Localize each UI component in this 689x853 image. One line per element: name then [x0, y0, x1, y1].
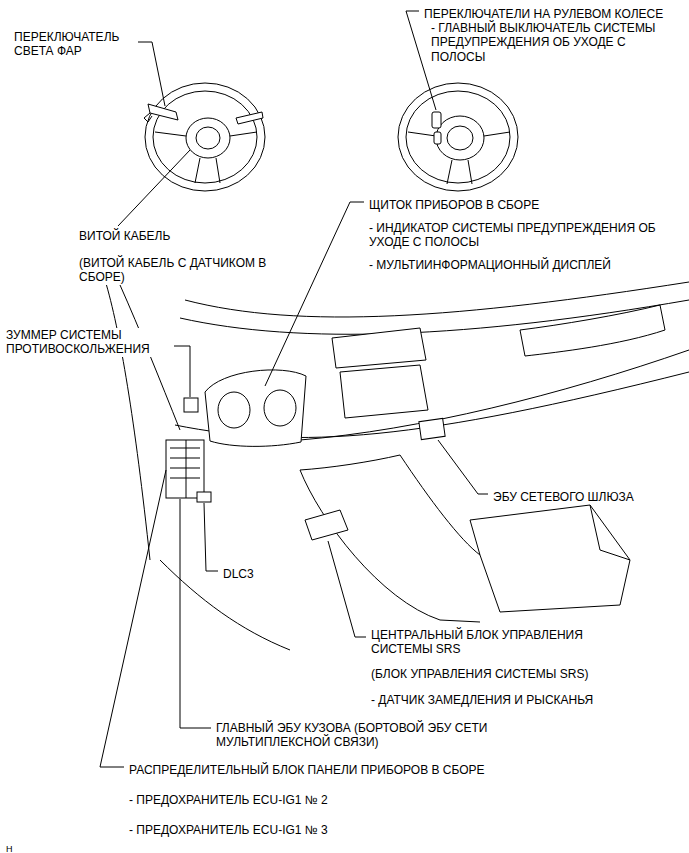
- part-label: ЭБУ СЕТЕВОГО ШЛЮЗА: [492, 490, 635, 504]
- label-anchor: ЗУММЕР СИСТЕМЫ ПРОТИВОСКОЛЬЖЕНИЯ: [5, 328, 173, 357]
- part-label: РАСПРЕДЕЛИТЕЛЬНЫЙ БЛОК ПАНЕЛИ ПРИБОРОВ В…: [128, 763, 486, 777]
- part-label: ЦЕНТРАЛЬНЫЙ БЛОК УПРАВЛЕНИЯ СИСТЕМЫ SRS: [370, 628, 635, 657]
- label-anchor: ВИТОЙ КАБЕЛЬ: [78, 226, 238, 244]
- label-anchor: ПЕРЕКЛЮЧАТЕЛЬ СВЕТА ФАР: [13, 30, 138, 59]
- part-label: - ДАТЧИК ЗАМЕДЛЕНИЯ И РЫСКАНЬЯ: [370, 693, 594, 707]
- label-anchor: H: [5, 838, 35, 853]
- label-anchor: DLC3: [222, 564, 282, 582]
- steering-wheel: [144, 83, 265, 191]
- label-anchor: (ВИТОЙ КАБЕЛЬ С ДАТЧИКОМ В СБОРЕ): [78, 256, 293, 285]
- part-label: ВИТОЙ КАБЕЛЬ: [78, 229, 171, 243]
- label-anchor: ЦЕНТРАЛЬНЫЙ БЛОК УПРАВЛЕНИЯ СИСТЕМЫ SRS: [370, 628, 635, 657]
- watermark: H: [5, 844, 14, 853]
- part-label: ПЕРЕКЛЮЧАТЕЛЬ СВЕТА ФАР: [13, 30, 138, 59]
- part-label: - ГЛАВНЫЙ ВЫКЛЮЧАТЕЛЬ СИСТЕМЫ ПРЕДУПРЕЖД…: [430, 21, 680, 64]
- label-anchor: - ПРЕДОХРАНИТЕЛЬ ECU-IG1 № 2: [128, 790, 428, 808]
- label-anchor: - ДАТЧИК ЗАМЕДЛЕНИЯ И РЫСКАНЬЯ: [370, 690, 670, 708]
- label-anchor: ЭБУ СЕТЕВОГО ШЛЮЗА: [492, 487, 682, 505]
- part-label: ГЛАВНЫЙ ЭБУ КУЗОВА (БОРТОВОЙ ЭБУ СЕТИ МУ…: [215, 721, 555, 750]
- label-anchor: (БЛОК УПРАВЛЕНИЯ СИСТЕМЫ SRS): [370, 664, 670, 682]
- label-anchor: - МУЛЬТИИНФОРМАЦИОННЫЙ ДИСПЛЕЙ: [368, 255, 668, 273]
- label-anchor: РАСПРЕДЕЛИТЕЛЬНЫЙ БЛОК ПАНЕЛИ ПРИБОРОВ В…: [128, 760, 548, 778]
- part-label: - МУЛЬТИИНФОРМАЦИОННЫЙ ДИСПЛЕЙ: [368, 258, 612, 272]
- part-label: - ИНДИКАТОР СИСТЕМЫ ПРЕДУПРЕЖДЕНИЯ ОБ УХ…: [368, 221, 660, 250]
- part-label: DLC3: [222, 567, 255, 581]
- label-anchor: - ИНДИКАТОР СИСТЕМЫ ПРЕДУПРЕЖДЕНИЯ ОБ УХ…: [368, 221, 660, 250]
- part-label: ПЕРЕКЛЮЧАТЕЛИ НА РУЛЕВОМ КОЛЕСЕ: [423, 7, 664, 21]
- part-label: - ПРЕДОХРАНИТЕЛЬ ECU-IG1 № 3: [128, 823, 329, 837]
- label-anchor: ЩИТОК ПРИБОРОВ В СБОРЕ: [368, 195, 668, 213]
- label-anchor: - ПРЕДОХРАНИТЕЛЬ ECU-IG1 № 3: [128, 820, 428, 838]
- part-label: ЩИТОК ПРИБОРОВ В СБОРЕ: [368, 198, 540, 212]
- label-anchor: ГЛАВНЫЙ ЭБУ КУЗОВА (БОРТОВОЙ ЭБУ СЕТИ МУ…: [215, 721, 555, 750]
- part-label: (БЛОК УПРАВЛЕНИЯ СИСТЕМЫ SRS): [370, 667, 589, 681]
- steering-wheel: [398, 83, 518, 191]
- part-label: - ПРЕДОХРАНИТЕЛЬ ECU-IG1 № 2: [128, 793, 329, 807]
- label-anchor: ПЕРЕКЛЮЧАТЕЛИ НА РУЛЕВОМ КОЛЕСЕ: [423, 4, 685, 22]
- label-anchor: - ГЛАВНЫЙ ВЫКЛЮЧАТЕЛЬ СИСТЕМЫ ПРЕДУПРЕЖД…: [430, 21, 680, 65]
- instrument-panel: [105, 280, 689, 650]
- part-label: ЗУММЕР СИСТЕМЫ ПРОТИВОСКОЛЬЖЕНИЯ: [5, 328, 173, 357]
- part-label: (ВИТОЙ КАБЕЛЬ С ДАТЧИКОМ В СБОРЕ): [78, 256, 293, 285]
